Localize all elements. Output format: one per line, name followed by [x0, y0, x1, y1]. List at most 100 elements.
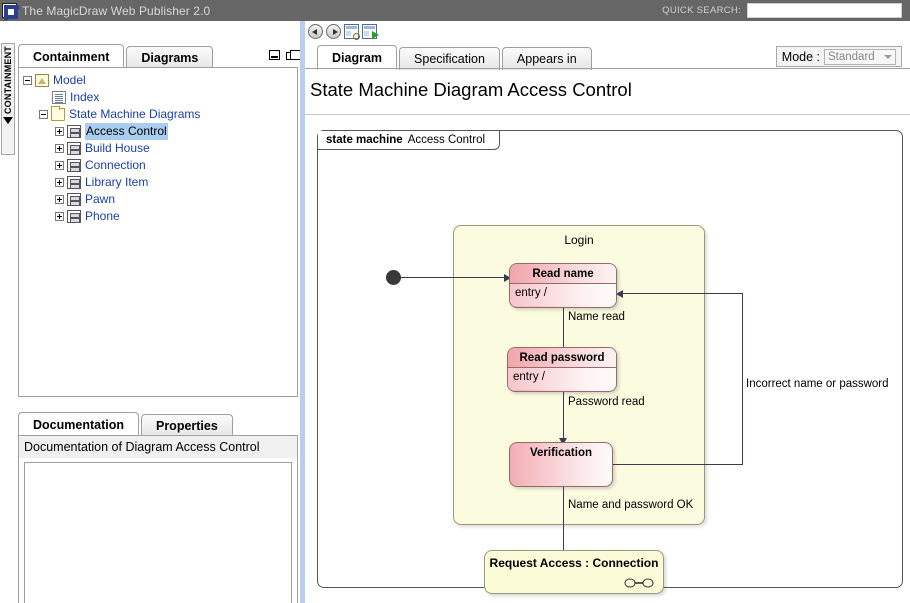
tree-item-label: Connection	[85, 157, 146, 174]
tab-containment[interactable]: Containment	[18, 44, 124, 69]
state-verification[interactable]: Verification	[509, 442, 613, 487]
tree-item-build-house[interactable]: Build House	[19, 140, 297, 157]
state-name-label: Read name	[510, 264, 616, 284]
tree-item-state-machine-diagrams[interactable]: State Machine Diagrams	[19, 106, 297, 123]
main-tab-strip: Diagram Specification Appears in	[317, 45, 594, 70]
documentation-panel: Documentation of Diagram Access Control	[18, 435, 298, 603]
zoom-panel-icon[interactable]	[344, 24, 359, 39]
mode-label: Mode :	[782, 50, 820, 64]
arrowhead-icon	[616, 290, 623, 298]
tab-diagrams[interactable]: Diagrams	[126, 46, 213, 69]
documentation-tab-strip: Documentation Properties	[18, 412, 235, 437]
tree-tab-strip: Containment Diagrams	[18, 44, 215, 69]
tree-item-phone[interactable]: Phone	[19, 208, 297, 225]
transition-verification-to-read-name-seg1	[613, 464, 743, 465]
folder-icon	[51, 108, 65, 121]
package-icon	[35, 74, 49, 87]
expander-plus-icon[interactable]	[55, 195, 64, 204]
quick-search-label: QUICK SEARCH:	[662, 5, 741, 16]
state-machine-icon	[67, 176, 81, 189]
transition-label-password-read: Password read	[568, 396, 645, 408]
state-machine-frame: state machine Access Control Login Read …	[317, 130, 903, 588]
tree-item-label: State Machine Diagrams	[69, 106, 200, 123]
tree-item-model[interactable]: Model	[19, 72, 297, 89]
tree-item-pawn[interactable]: Pawn	[19, 191, 297, 208]
transition-label-incorrect-name-or-password: Incorrect name or password	[746, 378, 889, 390]
state-machine-icon	[67, 193, 81, 206]
frame-stereotype: state machine	[326, 134, 403, 146]
right-pane: Diagram Specification Appears in Mode : …	[305, 21, 910, 603]
back-arrow-icon[interactable]	[308, 24, 323, 39]
quick-search-input[interactable]	[747, 3, 902, 18]
tab-diagram[interactable]: Diagram	[317, 45, 397, 70]
chevron-down-icon[interactable]	[884, 55, 892, 59]
state-read-password[interactable]: Read password entry /	[507, 347, 617, 392]
transition-label-name-read: Name read	[568, 311, 625, 323]
mode-select[interactable]: Standard	[824, 49, 896, 65]
state-machine-icon	[67, 159, 81, 172]
transition-read-password-to-verification	[563, 392, 564, 444]
open-in-new-panel-icon[interactable]	[362, 24, 377, 39]
tree-item-library-item[interactable]: Library Item	[19, 174, 297, 191]
documentation-textarea[interactable]	[24, 462, 292, 603]
quick-search-group: QUICK SEARCH:	[662, 3, 910, 18]
tab-documentation[interactable]: Documentation	[18, 412, 139, 437]
transition-initial-to-read-name	[401, 277, 506, 278]
expander-plus-icon[interactable]	[55, 212, 64, 221]
state-name-label: Read password	[508, 348, 616, 368]
tab-specification[interactable]: Specification	[399, 47, 500, 70]
triangle-collapse-icon[interactable]	[3, 117, 13, 124]
app-title: The MagicDraw Web Publisher 2.0	[22, 4, 210, 18]
transition-label-name-and-password-ok: Name and password OK	[568, 499, 693, 511]
forward-arrow-icon[interactable]	[326, 24, 341, 39]
submachine-state-icon	[624, 578, 654, 588]
tree-item-label: Phone	[85, 208, 120, 225]
transition-verification-to-read-name-seg3	[622, 293, 743, 294]
magicdraw-logo-icon	[2, 3, 17, 18]
transition-verification-to-read-name-seg2	[742, 293, 743, 465]
tree-item-label: Pawn	[85, 191, 115, 208]
tree-item-label: Build House	[85, 140, 150, 157]
restore-window-icon[interactable]	[269, 50, 280, 60]
expander-plus-icon[interactable]	[55, 161, 64, 170]
tree-item-index[interactable]: Index	[19, 89, 297, 106]
document-icon	[52, 91, 66, 104]
expander-plus-icon[interactable]	[55, 178, 64, 187]
submachine-state-label: Request Access : Connection	[485, 551, 663, 570]
diagram-toolbar	[308, 24, 377, 39]
cascade-windows-icon[interactable]	[286, 52, 295, 60]
expander-plus-icon[interactable]	[55, 144, 64, 153]
frame-header-tag: state machine Access Control	[318, 131, 500, 150]
expander-minus-icon[interactable]	[39, 110, 48, 119]
containment-tree[interactable]: Model Index State Machine Diagrams Acces…	[18, 67, 298, 397]
tree-item-label: Library Item	[85, 174, 148, 191]
tab-appears-in[interactable]: Appears in	[502, 47, 592, 70]
diagram-canvas[interactable]: state machine Access Control Login Read …	[305, 115, 910, 603]
submachine-state-request-access[interactable]: Request Access : Connection	[484, 550, 664, 594]
state-machine-icon	[67, 210, 81, 223]
mode-control: Mode : Standard	[776, 46, 902, 67]
frame-name: Access Control	[408, 134, 485, 146]
expander-minus-icon[interactable]	[23, 76, 32, 85]
initial-state-icon[interactable]	[386, 270, 401, 285]
containment-strip-label: CONTAINMENT	[3, 46, 13, 114]
panel-controls	[269, 50, 295, 60]
state-entry-compartment: entry /	[510, 284, 616, 306]
documentation-header: Documentation of Diagram Access Control	[19, 436, 297, 458]
state-machine-icon	[67, 125, 81, 138]
left-pane: CONTAINMENT Containment Diagrams Model I…	[0, 21, 300, 603]
tree-item-label: Index	[70, 89, 99, 106]
title-bar: The MagicDraw Web Publisher 2.0 QUICK SE…	[0, 0, 910, 21]
tree-item-label: Model	[53, 72, 86, 89]
expander-plus-icon[interactable]	[55, 127, 64, 136]
tree-item-connection[interactable]: Connection	[19, 157, 297, 174]
tree-item-access-control[interactable]: Access Control	[19, 123, 297, 140]
tab-properties[interactable]: Properties	[141, 414, 233, 437]
state-entry-compartment: entry /	[508, 368, 616, 390]
composite-state-label: Login	[454, 233, 704, 247]
mode-selected-value: Standard	[828, 51, 875, 63]
state-read-name[interactable]: Read name entry /	[509, 263, 617, 308]
containment-vertical-strip[interactable]: CONTAINMENT	[1, 43, 15, 155]
expander-none-icon	[40, 93, 49, 102]
